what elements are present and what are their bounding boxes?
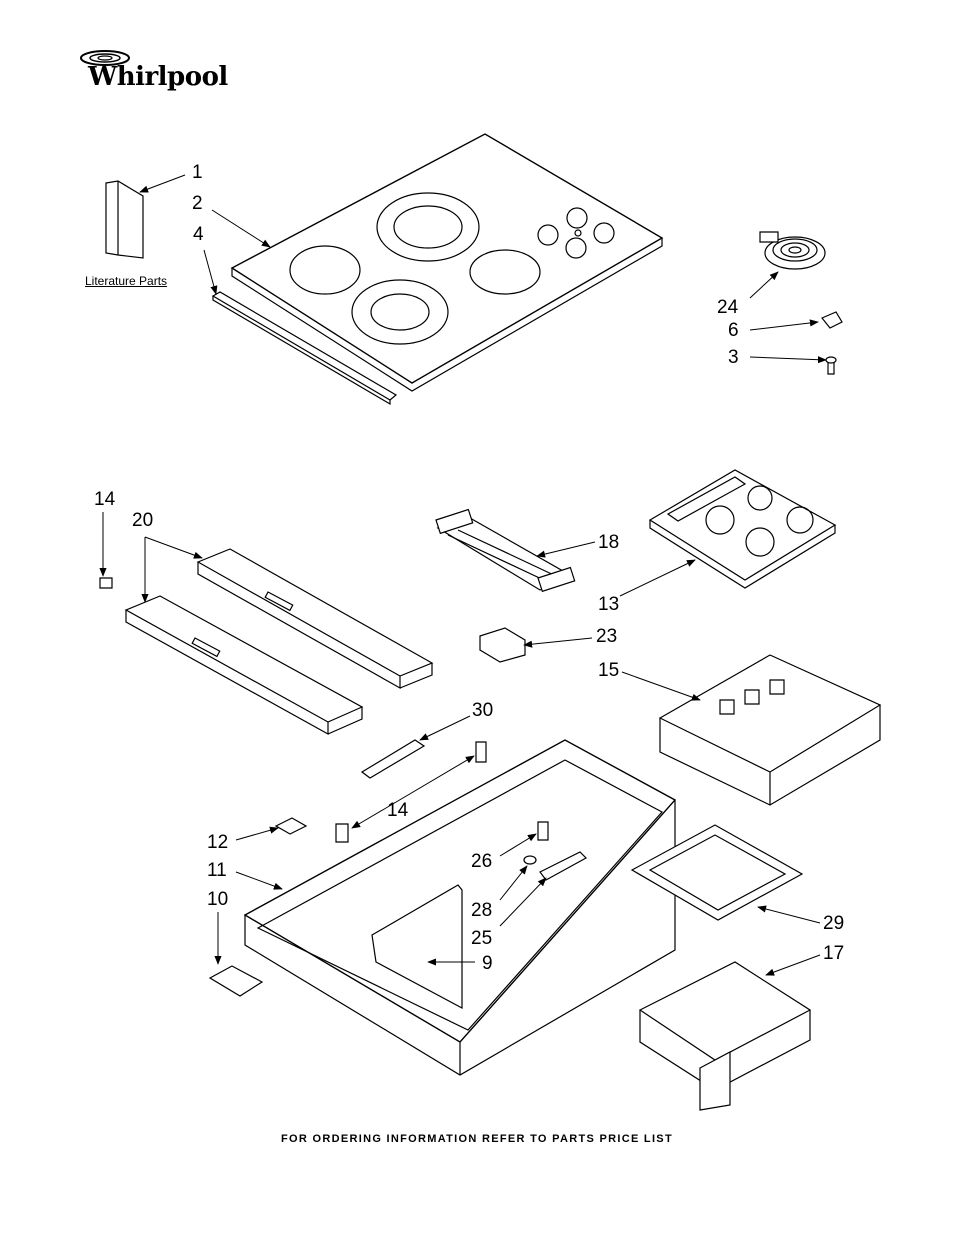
callout-14-left: 14 — [94, 489, 116, 510]
whirlpool-logo-text: Whirlpool — [88, 62, 228, 92]
part-2-cooktop — [232, 134, 662, 391]
part-29-frame — [632, 825, 802, 920]
part-12-plate — [276, 818, 306, 834]
part-4-trim — [213, 292, 396, 404]
callout-12: 12 — [207, 832, 229, 853]
callout-18: 18 — [598, 532, 620, 553]
part-24-element — [760, 232, 825, 269]
part-28-nut — [524, 856, 536, 864]
callout-4: 4 — [193, 224, 204, 245]
callout-1: 1 — [192, 162, 203, 183]
part-6-clip — [822, 312, 842, 328]
callout-25: 25 — [471, 928, 493, 949]
callout-13: 13 — [598, 594, 620, 615]
ordering-info-footer: FOR ORDERING INFORMATION REFER TO PARTS … — [281, 1133, 673, 1145]
callout-3: 3 — [728, 347, 739, 368]
part-14-screw-left — [100, 578, 112, 588]
part-17-box — [640, 962, 810, 1110]
part-15-box — [660, 655, 880, 805]
callout-11: 11 — [207, 860, 227, 881]
leader-lines — [99, 175, 827, 976]
part-25-terminal-block — [540, 852, 586, 880]
callout-9: 9 — [482, 953, 493, 974]
callout-15: 15 — [598, 660, 620, 681]
part-14-screw-upper — [476, 742, 486, 762]
callout-30: 30 — [472, 700, 494, 721]
callout-23: 23 — [596, 626, 618, 647]
part-20-brackets — [126, 549, 432, 734]
part-9-shield — [372, 885, 462, 1008]
callout-6: 6 — [728, 320, 739, 341]
callout-2: 2 — [192, 193, 203, 214]
callout-14-middle: 14 — [387, 800, 409, 821]
part-13-board — [650, 470, 835, 588]
callout-17: 17 — [823, 943, 845, 964]
part-18-ribbon — [436, 509, 575, 591]
part-23-bracket — [480, 628, 525, 662]
callout-28: 28 — [471, 900, 493, 921]
part-30-strip — [362, 740, 424, 778]
part-10-plate — [210, 966, 262, 996]
literature-parts-label: Literature Parts — [85, 274, 168, 288]
part-3-screw — [826, 357, 836, 374]
part-1-literature — [106, 181, 143, 258]
part-26-screw — [538, 822, 548, 840]
callout-26: 26 — [471, 851, 493, 872]
part-14-screw-middle — [336, 824, 348, 842]
callout-24: 24 — [717, 297, 739, 318]
whirlpool-logo — [81, 51, 129, 65]
callout-10: 10 — [207, 889, 229, 910]
callout-20: 20 — [132, 510, 154, 531]
callout-29: 29 — [823, 913, 845, 934]
